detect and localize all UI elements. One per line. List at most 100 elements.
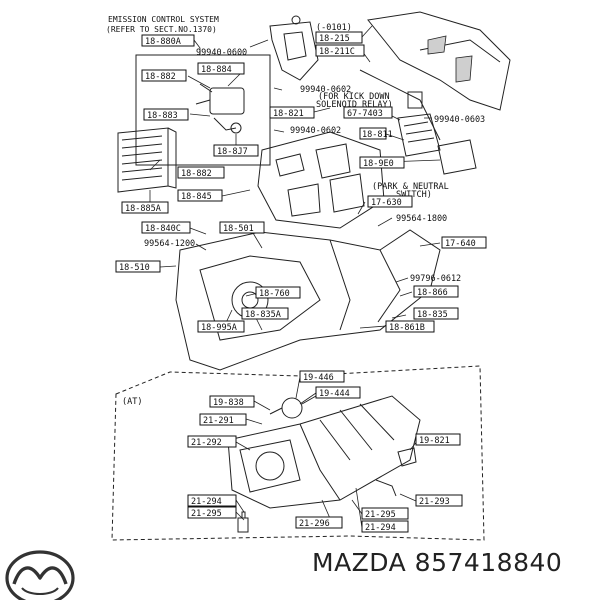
part-label: 18-885A <box>121 201 169 214</box>
part-label: 17-630 <box>367 195 413 208</box>
brand-part-number: MAZDA 857418840 <box>312 548 563 577</box>
part-label: 19-446 <box>299 370 345 383</box>
at-section-label: (AT) <box>122 397 142 407</box>
kickdown-note-line1: (FOR KICK DOWN <box>318 92 390 102</box>
svg-text:18-845: 18-845 <box>181 192 212 202</box>
part-label: 18-882 <box>177 166 225 179</box>
leader-lines <box>149 25 441 529</box>
part-label: 99940-0602 <box>300 85 351 95</box>
svg-text:18-9E0: 18-9E0 <box>363 159 394 169</box>
svg-text:19-444: 19-444 <box>319 389 350 399</box>
part-label: 18-811 <box>359 127 393 140</box>
svg-text:18-8J7: 18-8J7 <box>217 147 248 157</box>
part-label: 18-845 <box>177 189 223 202</box>
header-title: EMISSION CONTROL SYSTEM <box>108 15 219 24</box>
part-label: 99940-0603 <box>434 115 485 125</box>
svg-text:21-296: 21-296 <box>299 519 330 529</box>
svg-text:18-880A: 18-880A <box>145 37 181 47</box>
svg-text:17-630: 17-630 <box>371 198 402 208</box>
part-label: 67-7403 <box>343 106 393 119</box>
svg-text:21-294: 21-294 <box>365 523 396 533</box>
part-label: 99940-0602 <box>290 126 341 136</box>
part-label: 18-840C <box>141 221 191 234</box>
svg-text:18-885A: 18-885A <box>125 204 161 214</box>
part-label: 99564-1200 <box>144 239 195 249</box>
part-label: 18-510 <box>115 260 161 273</box>
control-unit-icon <box>437 139 477 175</box>
part-label: 21-295 <box>361 507 409 520</box>
part-label: 21-296 <box>295 516 343 529</box>
header-reference: (REFER TO SECT.NO.1370) <box>106 25 217 34</box>
svg-text:18-840C: 18-840C <box>145 224 181 234</box>
part-label: 18-882 <box>141 69 187 82</box>
part-label: 17-640 <box>441 236 487 249</box>
part-label: 99564-1800 <box>396 214 447 224</box>
part-label: 21-294 <box>187 494 237 507</box>
part-label: 21-295 <box>187 506 237 519</box>
svg-text:19-838: 19-838 <box>213 398 244 408</box>
svg-text:21-292: 21-292 <box>191 438 222 448</box>
part-label: 18-501 <box>219 221 265 234</box>
part-label: 21-293 <box>415 494 463 507</box>
svg-text:18-501: 18-501 <box>223 224 254 234</box>
part-label: 18-866 <box>413 285 459 298</box>
part-label: 19-838 <box>209 395 255 408</box>
svg-text:17-640: 17-640 <box>445 239 476 249</box>
sensor-icon <box>195 83 245 134</box>
svg-text:18-211C: 18-211C <box>319 47 355 57</box>
relay-box-icon <box>397 91 441 157</box>
group-bracket-outline <box>135 54 271 166</box>
svg-text:67-7403: 67-7403 <box>347 109 383 119</box>
park-note-line2: SWITCH) <box>396 190 432 200</box>
svg-text:19-446: 19-446 <box>303 373 334 383</box>
svg-text:21-295: 21-295 <box>191 509 222 519</box>
engine-block-icon <box>257 131 385 229</box>
svg-text:18-995A: 18-995A <box>201 323 237 333</box>
part-label: 99940-0600 <box>196 48 247 58</box>
part-label: 18-9E0 <box>359 156 405 169</box>
part-label: 18-835A <box>241 307 289 320</box>
svg-text:18-861B: 18-861B <box>389 323 425 333</box>
svg-text:18-811: 18-811 <box>362 130 393 140</box>
svg-text:18-835A: 18-835A <box>245 310 281 320</box>
part-label: 18-835 <box>413 307 459 320</box>
mazda-logo-icon <box>5 550 75 600</box>
svg-text:21-291: 21-291 <box>203 416 234 426</box>
svg-text:18-215: 18-215 <box>319 34 350 44</box>
part-label: 21-292 <box>187 435 237 448</box>
part-label: 18-884 <box>197 62 245 75</box>
svg-text:18-510: 18-510 <box>119 263 150 273</box>
svg-text:18-821: 18-821 <box>273 109 304 119</box>
svg-text:21-293: 21-293 <box>419 497 450 507</box>
part-label: 18-883 <box>143 108 189 121</box>
svg-text:21-295: 21-295 <box>365 510 396 520</box>
kickdown-note-line2: SOLENOID RELAY) <box>316 100 393 110</box>
relay-bracket-icon <box>269 15 319 81</box>
vehicle-body-icon <box>359 11 511 141</box>
part-label: 18-8J7 <box>213 144 259 157</box>
part-label: 18-995A <box>197 320 245 333</box>
transmission-assembly-icon <box>175 229 441 371</box>
plug-icon <box>237 511 249 533</box>
solenoid-icon <box>269 395 317 419</box>
ecu-module-icon <box>117 127 177 193</box>
svg-text:19-821: 19-821 <box>419 436 450 446</box>
svg-text:18-884: 18-884 <box>201 65 232 75</box>
svg-text:18-760: 18-760 <box>259 289 290 299</box>
park-note-line1: (PARK & NEUTRAL <box>372 182 449 192</box>
svg-text:18-882: 18-882 <box>181 169 212 179</box>
part-label: 19-821 <box>415 433 461 446</box>
switch-icon <box>375 447 417 497</box>
at-section-outline <box>111 365 485 541</box>
part-label: 18-861B <box>385 320 435 333</box>
part-label: 21-294 <box>361 520 409 533</box>
svg-text:21-294: 21-294 <box>191 497 222 507</box>
automatic-transmission-icon <box>227 395 421 509</box>
svg-text:18-882: 18-882 <box>145 72 176 82</box>
svg-text:18-835: 18-835 <box>417 310 448 320</box>
svg-text:18-883: 18-883 <box>147 111 178 121</box>
part-label: 18-211C <box>315 44 365 57</box>
part-label: 18-215 <box>315 31 363 44</box>
